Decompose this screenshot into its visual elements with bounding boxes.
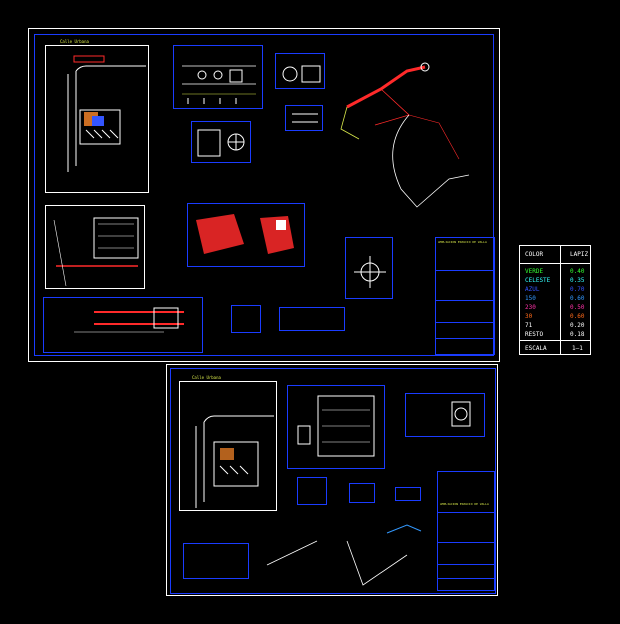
pen-color-name: VERDE <box>525 268 544 275</box>
pen-color-row: CELESTE 0.35 <box>520 277 590 285</box>
floor-plan-2-drawing <box>297 395 375 457</box>
pen-width-value: 0.70 <box>570 286 585 293</box>
sheet-1-frame <box>34 34 494 356</box>
round-post-drawing <box>354 256 386 288</box>
floor-plan-2[interactable] <box>287 385 385 469</box>
pen-width-value: 0.60 <box>570 313 585 320</box>
post-section-drawing <box>282 65 321 83</box>
spec-table-2a[interactable] <box>297 477 327 505</box>
scale-label: ESCALA <box>525 345 547 352</box>
pen-color-row: RESTO 0.18 <box>520 331 590 339</box>
site-plan-2-street-label: Calle Urbana <box>192 375 221 380</box>
pen-color-name: 30 <box>525 313 533 320</box>
hatch-section-detail[interactable] <box>187 203 305 267</box>
round-post-detail[interactable] <box>345 237 393 299</box>
pen-color-name: 71 <box>525 322 533 329</box>
title-block-1[interactable]: AMPLIACION ESPACIO DE VALLA <box>435 237 495 355</box>
pen-width-value: 0.50 <box>570 304 585 311</box>
pen-width-value: 0.35 <box>570 277 585 284</box>
floor-plan-drawing <box>53 217 139 287</box>
site-plan-1-street-label: Calle Urbana <box>60 39 89 44</box>
pen-width-value: 0.18 <box>570 331 585 338</box>
access-route-drawing <box>340 62 470 208</box>
site-plan-1-drawing <box>67 55 146 172</box>
fence-elevation-detail[interactable] <box>173 45 263 109</box>
spec-table-2c[interactable] <box>395 487 421 501</box>
pen-color-row: VERDE 0.40 <box>520 268 590 276</box>
post-detail-2[interactable] <box>405 393 485 437</box>
anchor-detail[interactable] <box>285 105 323 131</box>
site-plan-2[interactable]: Calle Urbana <box>179 375 277 511</box>
post-section-detail[interactable] <box>275 53 325 89</box>
pen-width-value: 0.60 <box>570 295 585 302</box>
hatch-section-drawing <box>196 214 294 254</box>
spec-table-2b[interactable] <box>349 483 375 503</box>
pen-color-name: 150 <box>525 295 536 302</box>
foundation-plan-drawing <box>197 129 245 157</box>
anchor-drawing <box>292 113 318 123</box>
fence-section-detail[interactable] <box>43 297 203 353</box>
pen-color-name: CELESTE <box>525 277 551 284</box>
pen-color-row: 150 0.60 <box>520 295 590 303</box>
pen-color-row: 230 0.50 <box>520 304 590 312</box>
color-column-header: COLOR <box>525 251 544 258</box>
site-plan-2-drawing <box>195 415 274 508</box>
scale-value: 1—1 <box>572 345 583 352</box>
title-block-2[interactable]: AMPLIACION ESPACIO DE VALLA <box>437 471 495 591</box>
pen-color-table-header: COLOR LAPIZ <box>520 246 590 264</box>
pen-color-name: AZUL <box>525 286 540 293</box>
drawing-sheet-1[interactable]: Calle Urbana <box>28 28 500 362</box>
pen-color-name: 230 <box>525 304 536 311</box>
site-plan-1[interactable]: Calle Urbana <box>45 39 149 193</box>
title-block-1-project: AMPLIACION ESPACIO DE VALLA <box>438 240 487 244</box>
scale-row: ESCALA 1—1 <box>520 340 590 356</box>
spec-table-a[interactable] <box>231 305 261 333</box>
sheet-2-frame <box>170 368 496 594</box>
pen-color-name: RESTO <box>525 331 544 338</box>
spec-table-b[interactable] <box>279 307 345 331</box>
fence-section-drawing <box>74 307 184 333</box>
fence-section-2[interactable] <box>183 543 249 579</box>
fence-elevation-drawing <box>182 65 256 104</box>
lapiz-column-header: LAPIZ <box>570 251 589 258</box>
pen-width-value: 0.40 <box>570 268 585 275</box>
drawing-sheet-2[interactable]: Calle Urbana AMPLIACION ESPACIO DE VALL <box>166 364 498 596</box>
access-route-2-drawing <box>266 524 422 586</box>
foundation-plan-detail[interactable] <box>191 121 251 163</box>
pen-width-value: 0.20 <box>570 322 585 329</box>
title-block-2-project: AMPLIACION ESPACIO DE VALLA <box>440 502 489 506</box>
pen-color-row: AZUL 0.70 <box>520 286 590 294</box>
post-detail-2-drawing <box>451 401 471 427</box>
floor-plan-detail[interactable] <box>45 205 145 289</box>
